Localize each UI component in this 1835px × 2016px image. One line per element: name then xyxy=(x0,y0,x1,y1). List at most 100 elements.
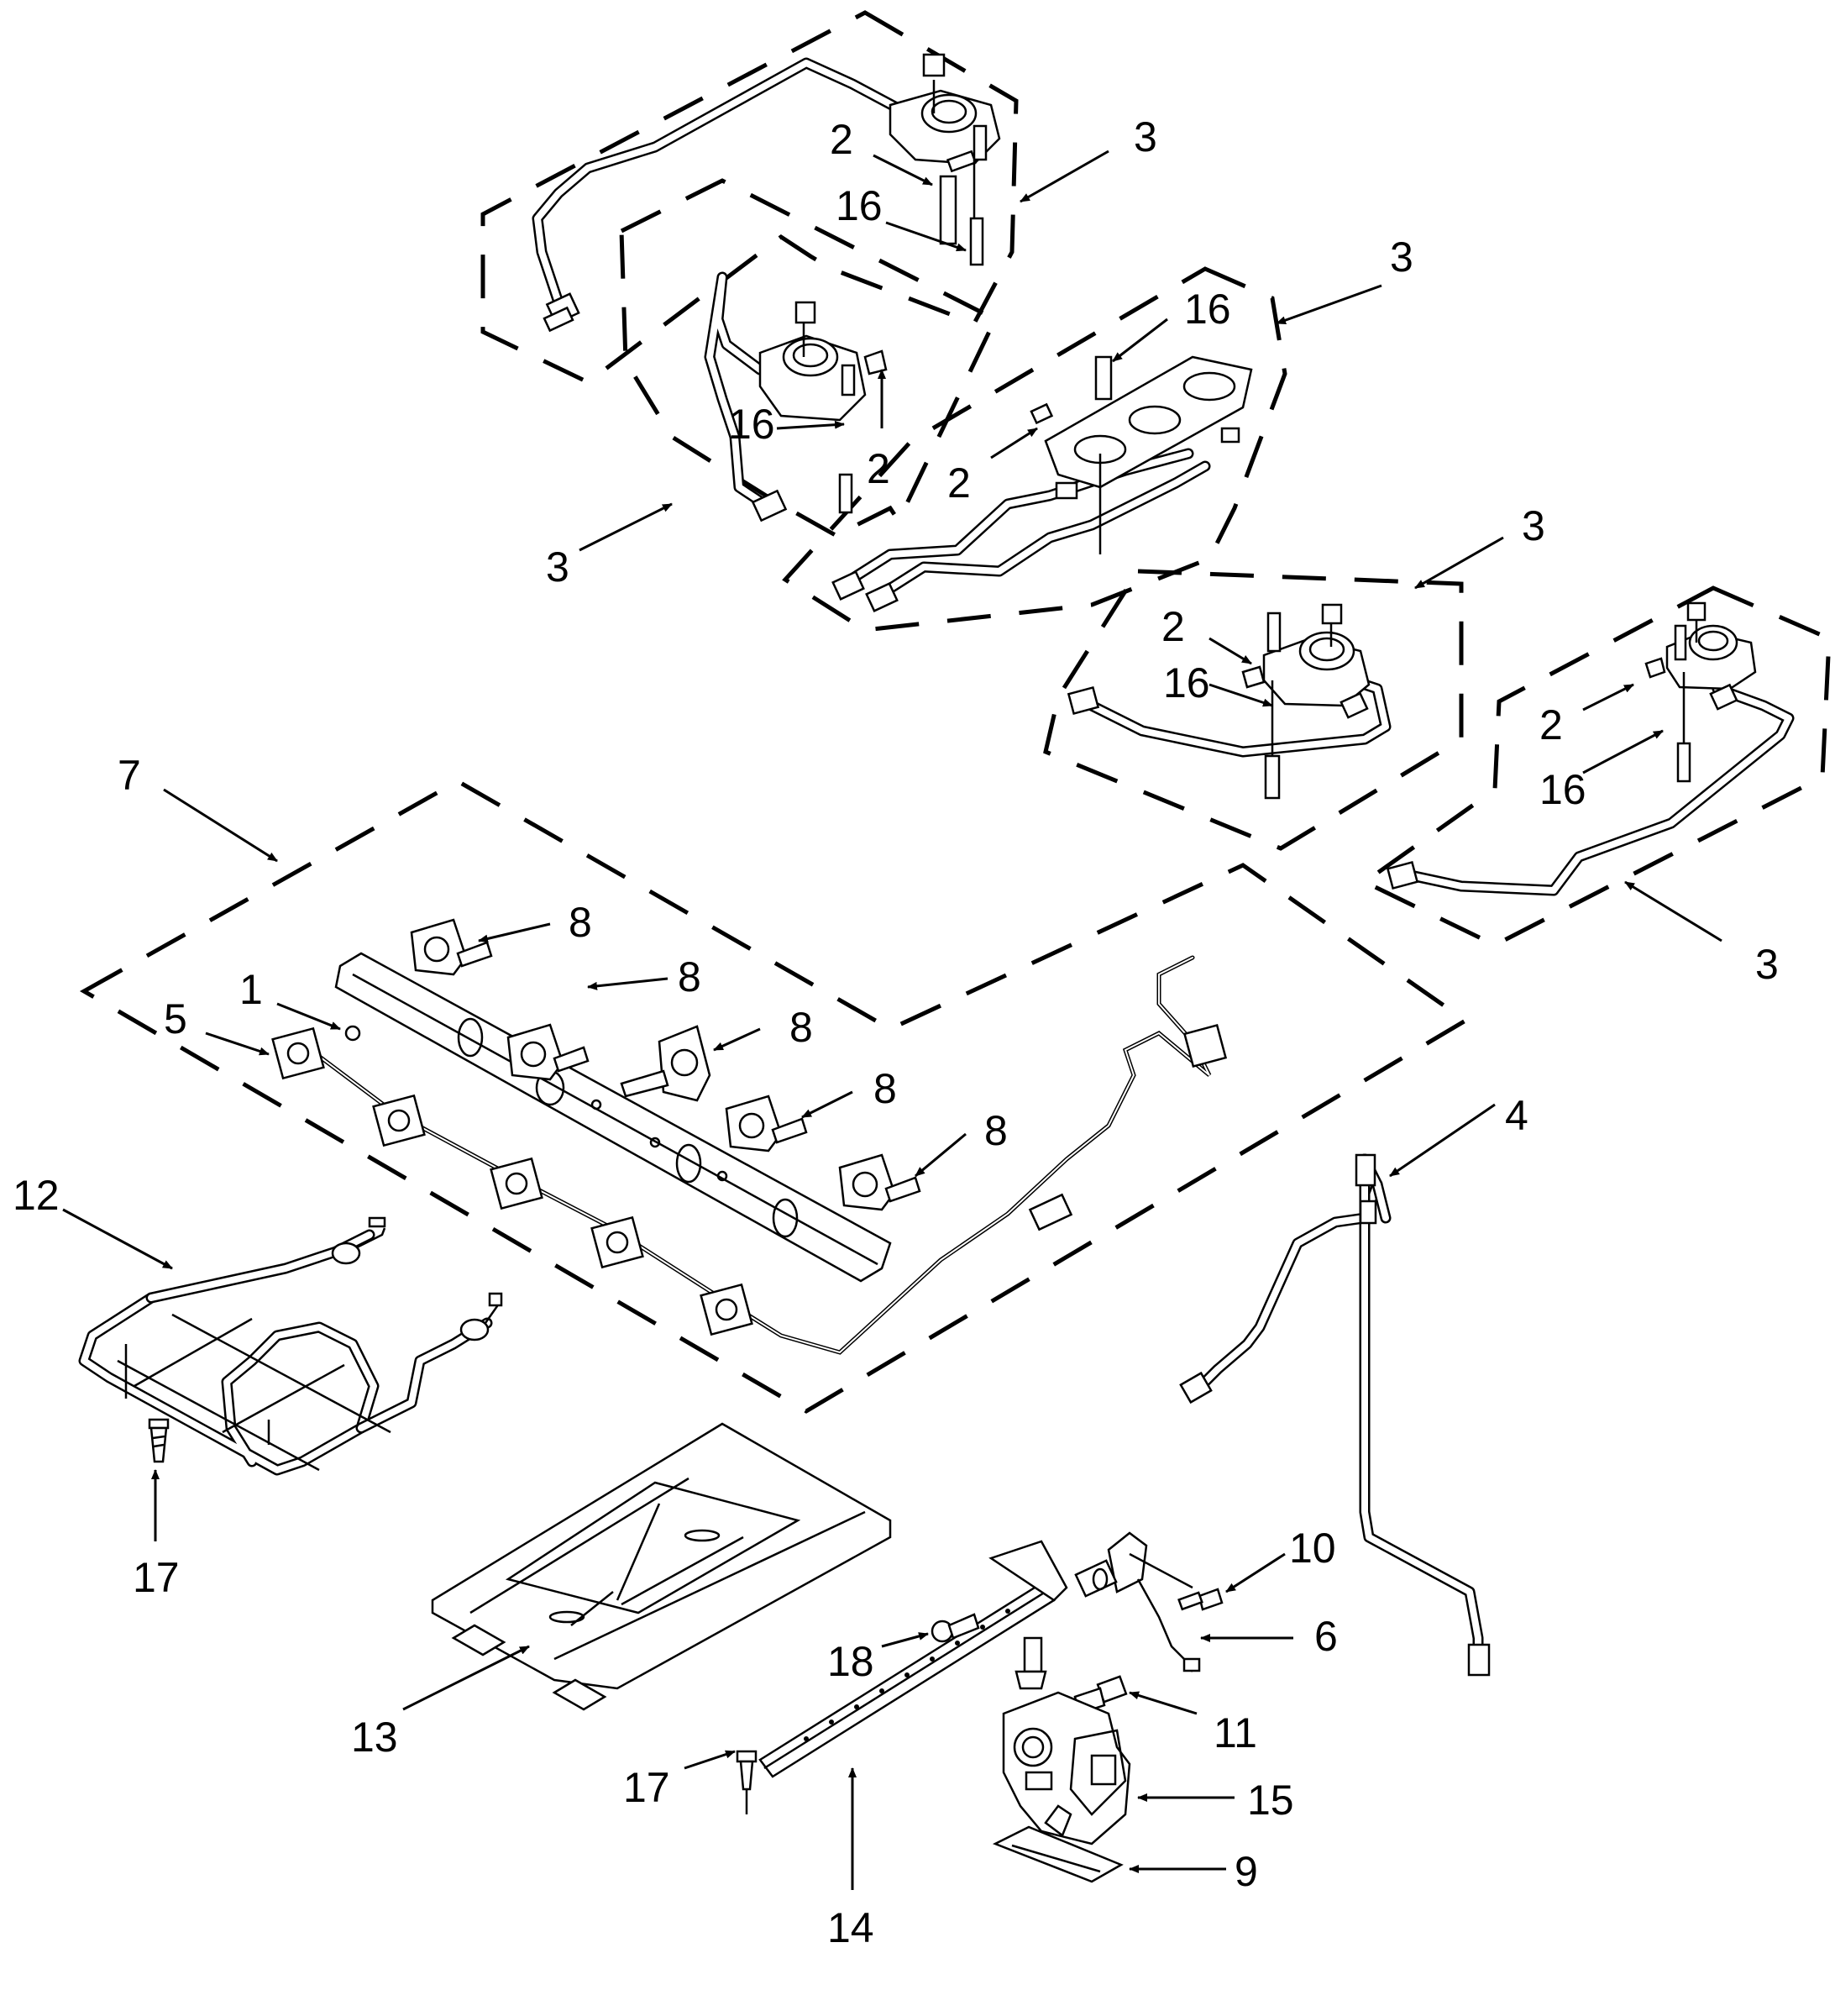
arrow-2-c xyxy=(990,427,1038,459)
callout-8: 8 xyxy=(678,953,701,1000)
switch-1 xyxy=(271,1026,325,1080)
arrow-16-d xyxy=(1208,683,1273,707)
leader-arrows xyxy=(62,150,1722,1890)
arrow-17-b xyxy=(684,1750,736,1770)
arrow-16-c xyxy=(776,420,845,430)
arrow-18 xyxy=(881,1632,929,1648)
callout-16: 16 xyxy=(1184,286,1231,333)
broil-burner-tube xyxy=(758,1540,1068,1778)
arrow-10 xyxy=(1225,1552,1286,1593)
callout-6: 6 xyxy=(1314,1613,1338,1660)
screw-17-right xyxy=(736,1750,758,1814)
arrow-2-a xyxy=(873,154,933,186)
callout-14: 14 xyxy=(827,1904,874,1951)
parts xyxy=(78,53,1795,1883)
callout-8: 8 xyxy=(873,1065,897,1112)
valve-bracket xyxy=(992,1825,1124,1883)
burner-valves xyxy=(410,918,921,1211)
callout-labels: 3 2 16 3 16 16 2 2 3 3 2 16 2 16 3 7 8 8… xyxy=(13,113,1779,1951)
arrow-8-e xyxy=(915,1132,967,1178)
callout-2: 2 xyxy=(947,459,971,507)
right-burner-assembly-a xyxy=(1067,603,1392,800)
arrow-8-a xyxy=(478,922,551,943)
arrow-2-d xyxy=(1208,637,1252,665)
arrow-5 xyxy=(205,1032,270,1056)
top-burner-assembly-b xyxy=(704,271,888,522)
broil-igniter-bracket xyxy=(1074,1531,1201,1672)
burner-baffle-plate xyxy=(431,1422,892,1711)
arrow-3-b xyxy=(1276,284,1382,325)
callout-13: 13 xyxy=(351,1714,398,1761)
callout-3: 3 xyxy=(1522,502,1545,549)
arrow-1 xyxy=(276,1002,341,1031)
callout-17: 17 xyxy=(133,1554,180,1601)
arrow-8-b xyxy=(587,977,668,990)
screw-10 xyxy=(1177,1588,1224,1611)
arrow-2-e xyxy=(1582,683,1634,711)
callout-8: 8 xyxy=(569,899,592,946)
callout-16: 16 xyxy=(836,182,883,229)
top-burner-assembly-a xyxy=(532,53,1001,333)
arrow-3-c xyxy=(579,502,673,552)
callout-16: 16 xyxy=(728,401,775,448)
callout-8: 8 xyxy=(984,1107,1008,1154)
callout-3: 3 xyxy=(1755,941,1779,988)
arrow-8-d xyxy=(801,1090,853,1119)
valve-4 xyxy=(725,1095,808,1152)
safety-valve xyxy=(1002,1636,1131,1845)
gas-supply-line xyxy=(1179,1153,1491,1677)
callout-5: 5 xyxy=(164,995,187,1042)
arrow-13 xyxy=(402,1645,530,1711)
switch-3 xyxy=(490,1157,543,1210)
arrow-16-a xyxy=(885,221,967,252)
callout-4: 4 xyxy=(1505,1092,1528,1139)
callout-12: 12 xyxy=(13,1172,60,1219)
callout-2: 2 xyxy=(830,116,853,163)
callout-2: 2 xyxy=(1539,701,1563,748)
arrow-3-a xyxy=(1020,150,1109,203)
switch-4 xyxy=(590,1215,644,1269)
callout-2: 2 xyxy=(867,445,890,492)
valve-3 xyxy=(620,1025,711,1102)
valve-5 xyxy=(838,1153,921,1211)
valve-2 xyxy=(506,1023,590,1081)
arrow-16-e xyxy=(1582,729,1664,774)
callout-16: 16 xyxy=(1163,659,1210,706)
callout-15: 15 xyxy=(1247,1777,1294,1824)
screw-18 xyxy=(931,1613,980,1643)
callout-7: 7 xyxy=(118,752,141,799)
callout-8: 8 xyxy=(789,1004,813,1051)
valve-1 xyxy=(410,918,493,976)
outline-top-burner-b xyxy=(619,178,999,541)
main-burner-assembly xyxy=(831,355,1253,612)
arrow-16-b xyxy=(1112,318,1168,363)
bake-element xyxy=(78,1216,503,1476)
outline-right-burner-a xyxy=(1043,569,1464,851)
callout-16: 16 xyxy=(1539,766,1586,813)
igniter-switches xyxy=(271,955,1228,1355)
callout-10: 10 xyxy=(1289,1525,1336,1572)
callout-3: 3 xyxy=(546,543,569,591)
callout-1: 1 xyxy=(239,966,263,1013)
arrow-3-e xyxy=(1624,880,1722,942)
arrow-12 xyxy=(62,1208,173,1270)
callout-11: 11 xyxy=(1214,1709,1257,1756)
callout-3: 3 xyxy=(1134,113,1157,160)
callout-9: 9 xyxy=(1235,1848,1258,1895)
right-burner-assembly-b xyxy=(1386,601,1795,896)
arrow-11 xyxy=(1129,1691,1198,1715)
outline-right-burner-b xyxy=(1361,585,1832,948)
arrow-8-c xyxy=(713,1027,761,1052)
callout-17: 17 xyxy=(623,1764,670,1811)
callout-2: 2 xyxy=(1161,603,1185,650)
outline-top-burner-a xyxy=(480,10,1019,385)
callout-18: 18 xyxy=(827,1638,874,1685)
arrow-4 xyxy=(1389,1103,1496,1178)
arrow-3-d xyxy=(1414,536,1504,590)
callout-3: 3 xyxy=(1390,234,1413,281)
outline-manifold-group xyxy=(79,779,1470,1414)
arrow-7 xyxy=(163,788,278,863)
switch-5 xyxy=(700,1283,753,1336)
manifold-pipe xyxy=(334,952,892,1283)
